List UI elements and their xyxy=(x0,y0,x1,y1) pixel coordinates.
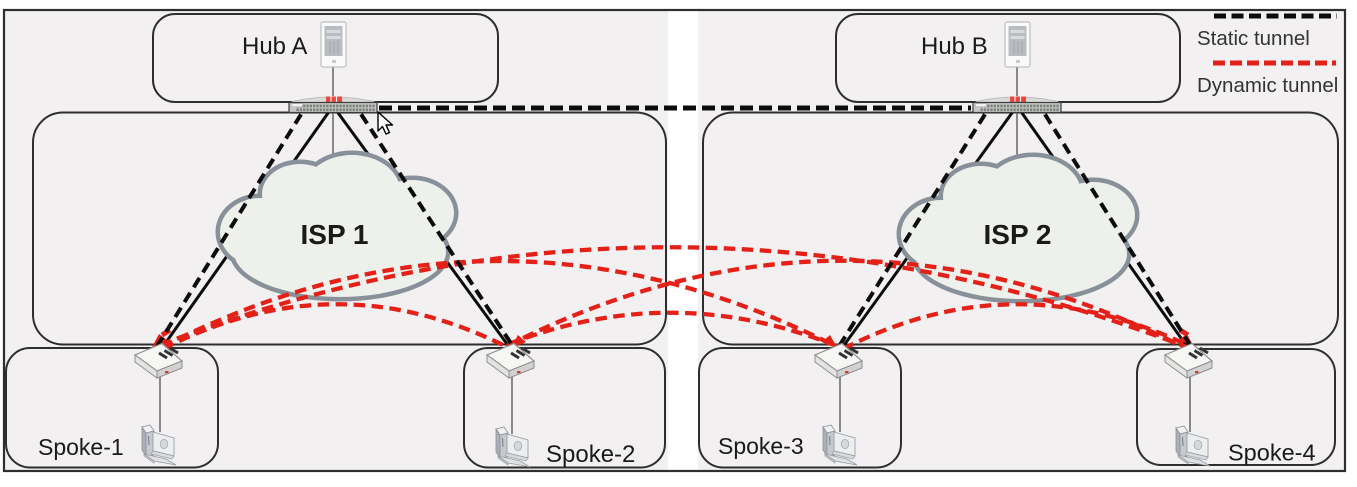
svg-text:Hub A: Hub A xyxy=(242,33,307,60)
svg-text:Dynamic tunnel: Dynamic tunnel xyxy=(1197,74,1338,97)
svg-text:Spoke-2: Spoke-2 xyxy=(546,441,635,468)
svg-text:ISP 1: ISP 1 xyxy=(301,219,369,250)
svg-text:Spoke-3: Spoke-3 xyxy=(718,433,804,459)
svg-text:Static tunnel: Static tunnel xyxy=(1197,27,1310,50)
svg-text:Spoke-4: Spoke-4 xyxy=(1228,440,1316,466)
svg-text:Hub B: Hub B xyxy=(921,33,988,60)
svg-text:Spoke-1: Spoke-1 xyxy=(38,434,124,460)
svg-text:ISP 2: ISP 2 xyxy=(984,219,1052,250)
